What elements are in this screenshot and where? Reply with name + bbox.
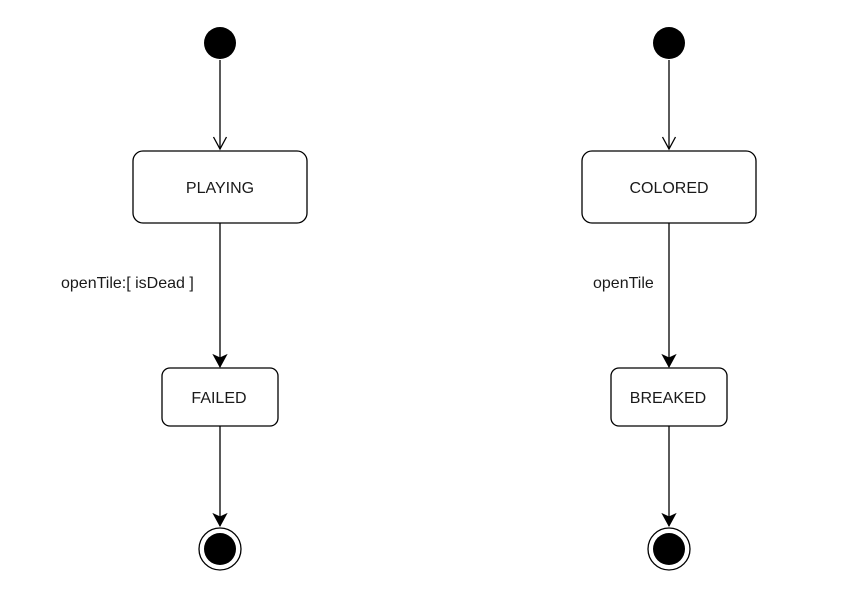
final-node-left[interactable]: [198, 527, 242, 571]
state-label-failed: FAILED: [191, 390, 246, 407]
arrowhead: [212, 136, 228, 151]
state-colored[interactable]: COLORED: [581, 150, 757, 224]
edge-breaked-to-final[interactable]: [661, 426, 677, 528]
state-machine-left: PLAYING openTile:[ isDead ] FAILED: [61, 27, 308, 571]
state-breaked[interactable]: BREAKED: [610, 367, 728, 427]
edge-colored-to-breaked[interactable]: [661, 223, 677, 369]
arrowhead: [212, 512, 228, 528]
edge-initial-to-colored[interactable]: [661, 60, 677, 151]
arrowhead: [212, 353, 228, 369]
arrowhead: [661, 136, 677, 151]
transition-label-playing-to-failed: openTile:[ isDead ]: [61, 275, 194, 292]
initial-node-left[interactable]: [204, 27, 236, 59]
state-label-colored: COLORED: [629, 180, 708, 197]
state-label-breaked: BREAKED: [630, 390, 706, 407]
arrowhead: [661, 353, 677, 369]
state-playing[interactable]: PLAYING: [132, 150, 308, 224]
edge-failed-to-final[interactable]: [212, 426, 228, 528]
state-machine-right: COLORED openTile BREAKED: [581, 27, 757, 571]
state-failed[interactable]: FAILED: [161, 367, 279, 427]
initial-node-right[interactable]: [653, 27, 685, 59]
arrowhead: [661, 512, 677, 528]
final-node-right[interactable]: [647, 527, 691, 571]
edge-playing-to-failed[interactable]: [212, 223, 228, 369]
transition-label-colored-to-breaked: openTile: [593, 275, 654, 292]
state-label-playing: PLAYING: [186, 180, 254, 197]
edge-initial-to-playing[interactable]: [212, 60, 228, 151]
